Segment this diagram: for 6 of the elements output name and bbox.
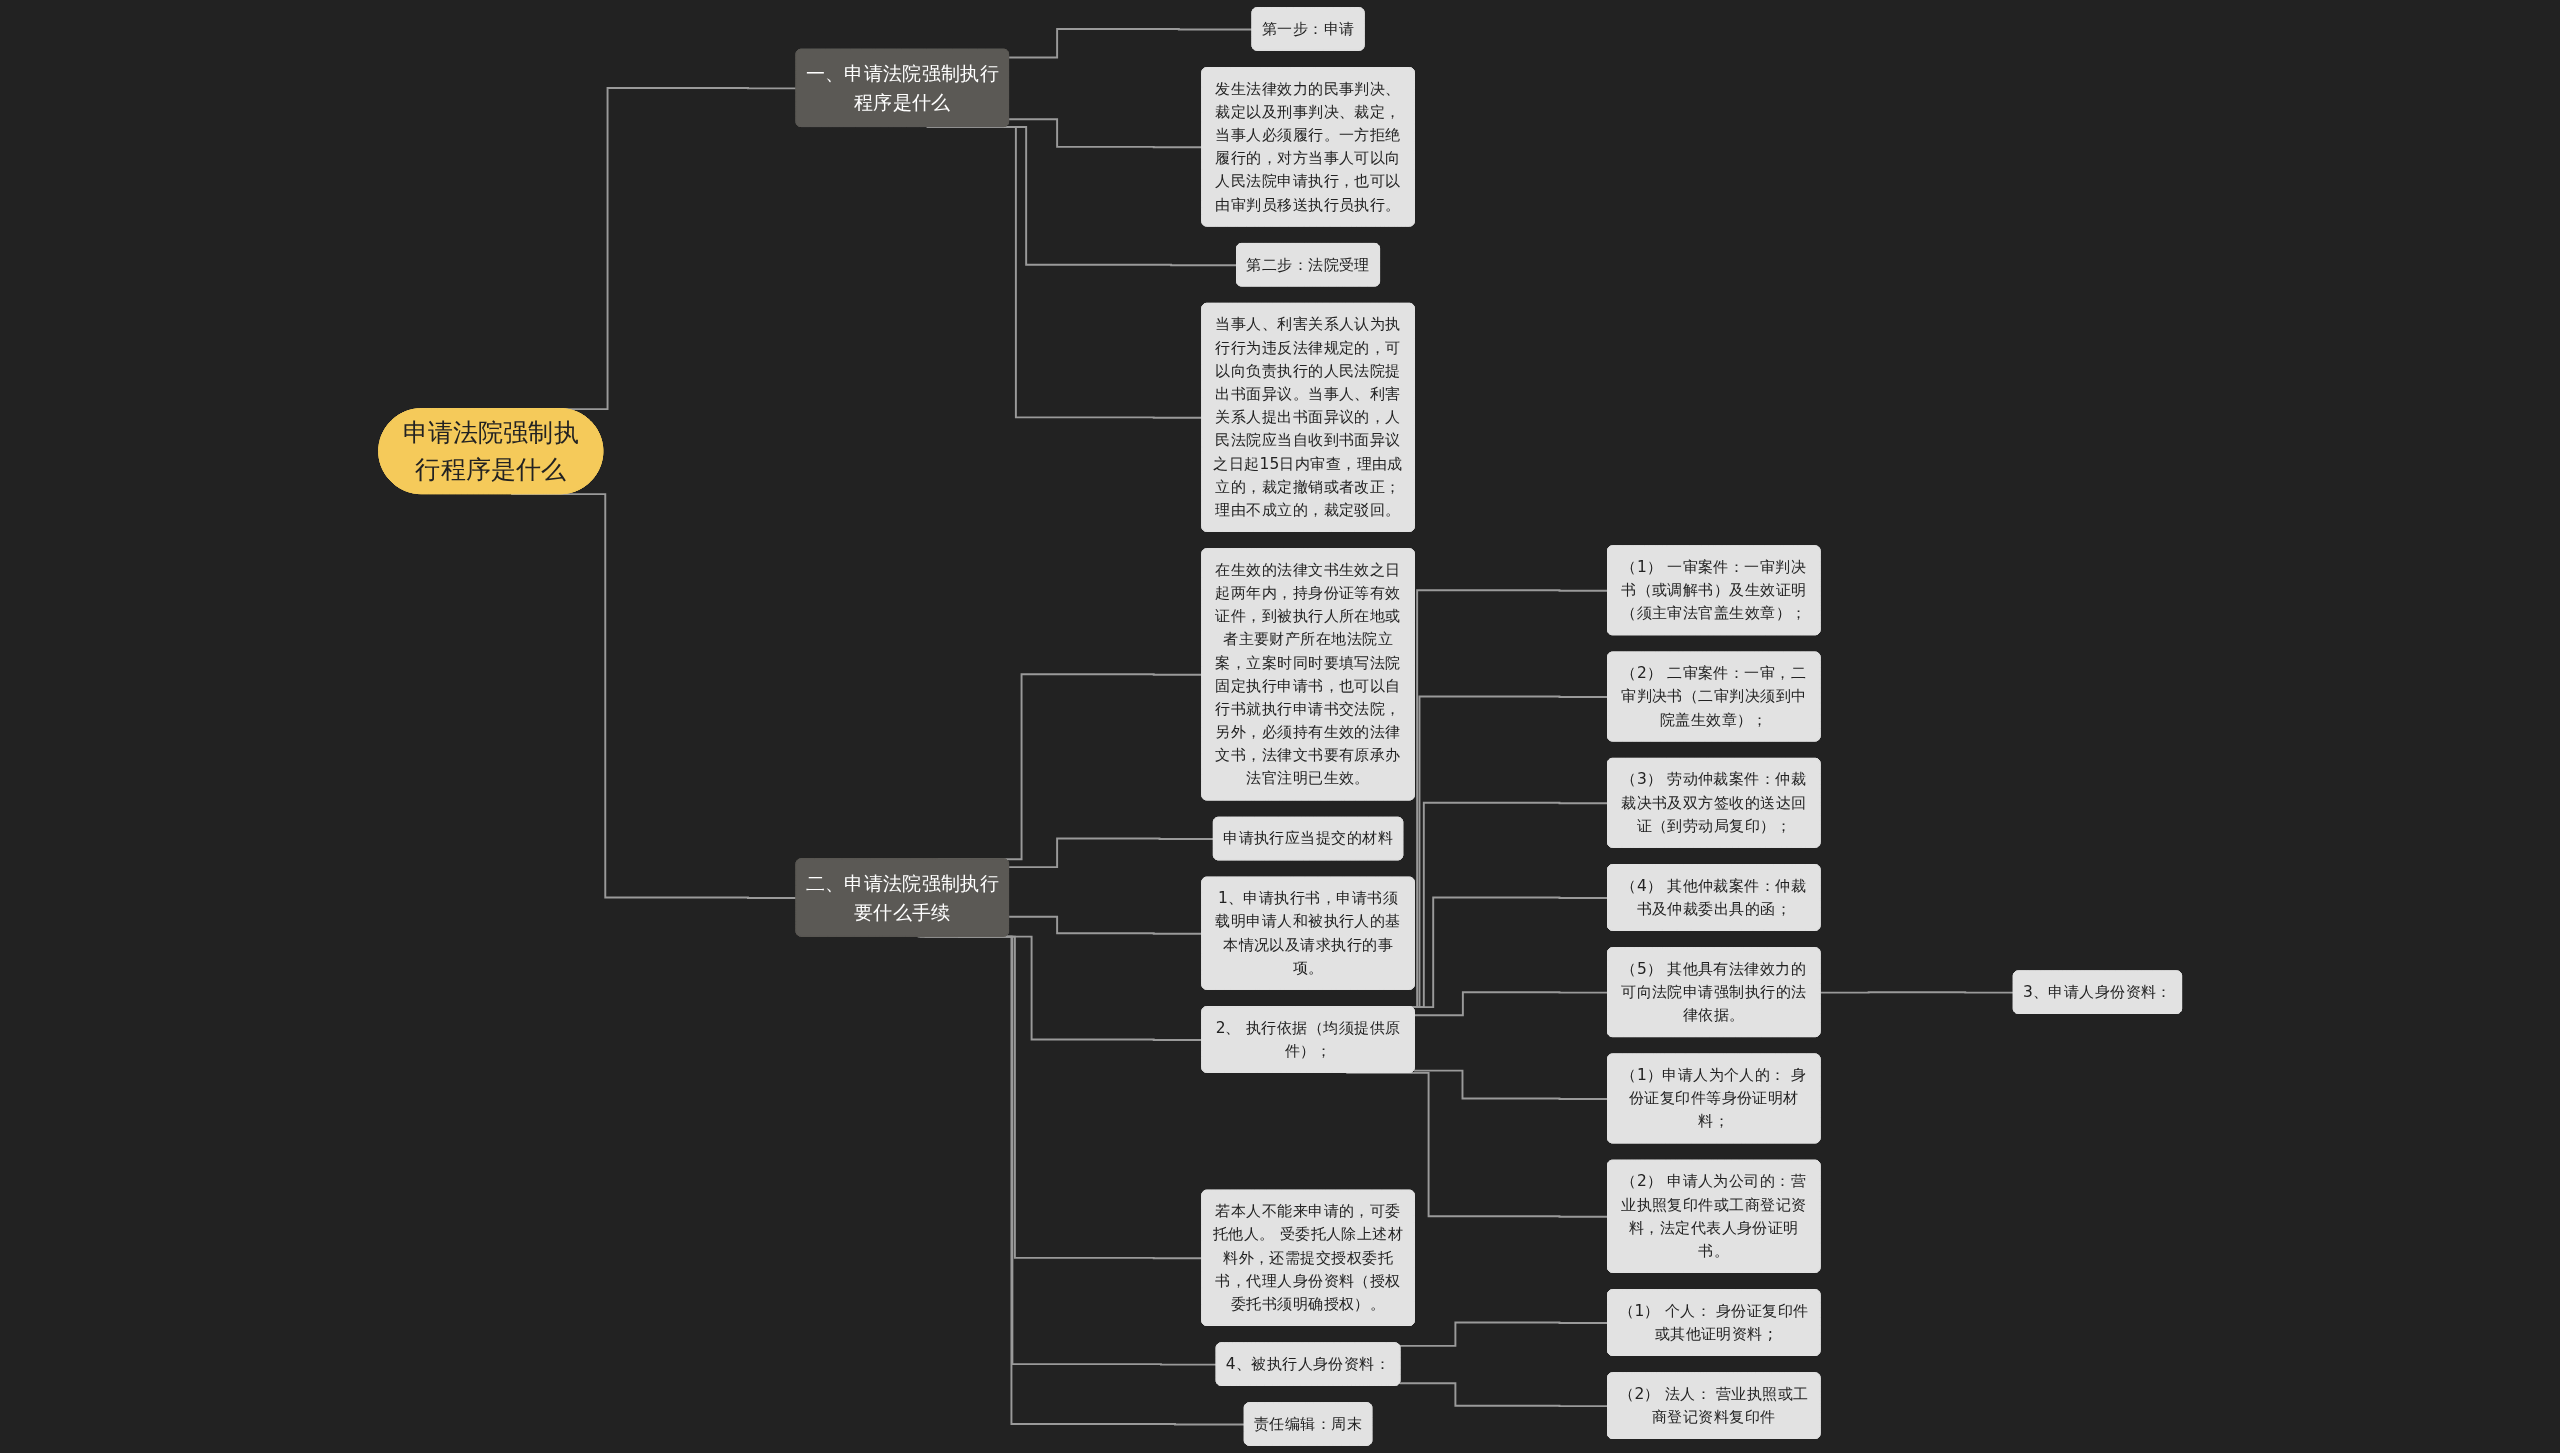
connector bbox=[1819, 991, 2015, 994]
connector bbox=[1398, 1321, 1609, 1347]
connector bbox=[1007, 837, 1215, 869]
connector bbox=[1413, 991, 1609, 1017]
connector bbox=[1398, 1382, 1609, 1408]
connector bbox=[1412, 1069, 1609, 1100]
